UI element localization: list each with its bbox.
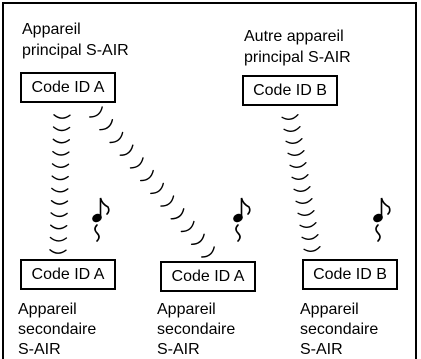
secondary-1-label-line2: secondaire — [18, 321, 97, 338]
main-b-label-line2: principal S-AIR — [244, 49, 351, 66]
secondary-3-label-line1: Appareil — [300, 301, 359, 318]
secondary-2-label-line3: S-AIR — [157, 341, 200, 358]
main-b-code-box: Code ID B — [242, 75, 338, 106]
music-note-stem — [99, 197, 110, 218]
signal-wave — [303, 246, 321, 252]
signal-wave — [52, 150, 70, 156]
signal-wave — [190, 233, 205, 245]
signal-wave — [50, 212, 68, 218]
signal-wave — [119, 144, 134, 156]
signal-wave — [129, 157, 144, 169]
signal-wave — [289, 162, 307, 168]
signal-wave — [49, 249, 67, 254]
main-b-label-line1: Autre appareil — [244, 28, 344, 45]
secondary-2-code-box: Code ID A — [160, 261, 256, 292]
signal-wave — [99, 119, 114, 131]
signal-wave — [201, 246, 215, 258]
main-a-label-line1: Appareil — [22, 21, 81, 38]
signal-wave — [281, 114, 299, 120]
signal-wave — [109, 131, 124, 144]
signal-wave — [50, 224, 68, 230]
signal-wave — [53, 114, 71, 119]
signal-wave — [295, 198, 313, 204]
wireless-signal-icon — [281, 114, 321, 252]
signal-wave — [283, 126, 301, 132]
music-note-stem — [240, 197, 251, 218]
signal-wave — [293, 186, 311, 192]
signal-wave — [51, 163, 70, 168]
sound-squiggle — [235, 224, 241, 242]
wireless-signal-icon — [49, 114, 71, 254]
signal-wave — [160, 195, 175, 207]
secondary-2-label-line1: Appareil — [157, 301, 216, 318]
secondary-1-code-box: Code ID A — [20, 259, 116, 290]
signal-wave — [297, 210, 315, 216]
main-a-label-line2: principal S-AIR — [22, 42, 129, 59]
signal-wave — [52, 126, 71, 132]
signal-wave — [150, 182, 164, 195]
signal-wave — [301, 234, 319, 240]
secondary-2-label-line2: secondaire — [157, 321, 236, 338]
secondary-3-label-line3: S-AIR — [300, 341, 343, 358]
signal-wave — [291, 174, 309, 180]
music-note-stem — [380, 197, 391, 218]
secondary-1-label-line3: S-AIR — [18, 341, 61, 358]
wireless-signal-icon — [89, 106, 215, 258]
signal-wave — [89, 106, 103, 118]
signal-wave — [49, 236, 68, 242]
signal-wave — [285, 138, 303, 144]
signal-wave — [51, 175, 69, 181]
signal-wave — [51, 187, 69, 193]
main-a-code-box: Code ID A — [20, 72, 116, 103]
secondary-3-code-box: Code ID B — [302, 259, 398, 290]
signal-wave — [180, 220, 195, 233]
signal-wave — [170, 208, 185, 220]
signal-wave — [52, 138, 70, 144]
sound-squiggle — [94, 224, 100, 242]
sound-squiggle — [375, 224, 381, 242]
signal-wave — [50, 200, 69, 205]
secondary-1-label-line1: Appareil — [18, 301, 77, 318]
signal-wave — [287, 150, 305, 156]
secondary-3-label-line2: secondaire — [300, 321, 379, 338]
signal-wave — [299, 222, 317, 228]
signal-wave — [140, 169, 154, 182]
